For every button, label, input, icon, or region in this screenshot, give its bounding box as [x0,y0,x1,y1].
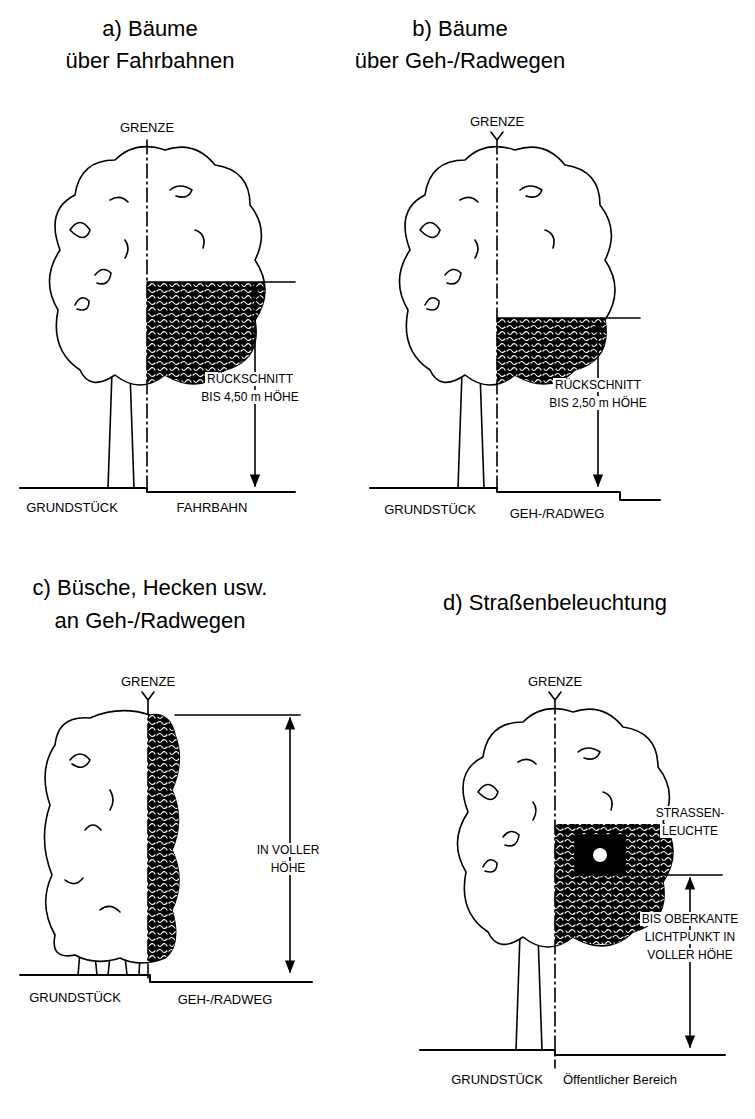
hedge-texture [65,754,120,912]
boundary-line [554,700,556,1068]
cut-height-line [175,714,300,716]
dimension-label: LICHTPUNKT IN [643,930,737,944]
ground-line [420,1050,725,1055]
lamp-light-point [593,848,607,862]
boundary-label: GRENZE [526,674,584,690]
panel-title: b) Bäume [410,16,509,42]
area-label: GRUNDSTÜCK [449,1072,545,1088]
panel-title: an Geh-/Radwegen [53,608,248,634]
tree-d [457,709,685,1050]
pruning-area [148,700,208,980]
tree-trunk [516,934,542,1050]
dimension-label: BIS OBERKANTE [640,912,741,926]
cut-height-line [625,874,722,876]
tree-a [49,147,277,488]
area-label: Öffentlicher Bereich [561,1072,679,1088]
boundary-mark [491,132,503,140]
panel-title: über Geh-/Radwegen [353,48,567,74]
area-label: GEH-/RADWEG [176,992,275,1008]
boundary-label: GRENZE [119,674,177,690]
lamp-label: LEUCHTE [660,824,720,838]
boundary-mark [549,692,561,700]
area-label: FAHRBAHN [175,500,250,516]
dimension-label: HÖHE [269,861,308,875]
boundary-line [146,140,148,490]
dimension-label: VOLLER HÖHE [645,948,734,962]
area-label: GRUNDSTÜCK [27,990,123,1006]
crown-texture [420,186,554,310]
panel-title: d) Straßenbeleuchtung [441,590,669,616]
height-arrow [689,878,691,1047]
ground-line [20,488,295,492]
ground-line [20,975,312,982]
dimension-label: IN VOLLER [255,843,322,857]
tree-trunk [458,372,484,488]
area-label: GEH-/RADWEG [508,506,607,522]
dimension-label: RÜCKSCHNITT [553,378,643,392]
panel-title: über Fahrbahnen [64,48,237,74]
boundary-line [496,140,498,490]
cut-height-line [147,281,295,283]
panel-title: c) Büsche, Hecken usw. [31,575,270,601]
boundary-line [147,700,149,978]
tree-trunk [108,372,134,488]
panel-title: a) Bäume [100,16,199,42]
lamp-label: STRASSEN- [654,806,727,820]
area-label: GRUNDSTÜCK [24,500,120,516]
boundary-label: GRENZE [468,114,526,130]
dimension-label: BIS 4,50 m HÖHE [199,390,300,404]
dimension-label: BIS 2,50 m HÖHE [547,396,648,410]
cut-height-line [497,317,640,319]
hedge [44,700,208,980]
boundary-label: GRENZE [118,120,176,136]
street-lamp [575,835,625,875]
boundary-mark [142,692,154,700]
ground-line [370,488,660,500]
dimension-label: RÜCKSCHNITT [205,372,295,386]
area-label: GRUNDSTÜCK [382,502,478,518]
